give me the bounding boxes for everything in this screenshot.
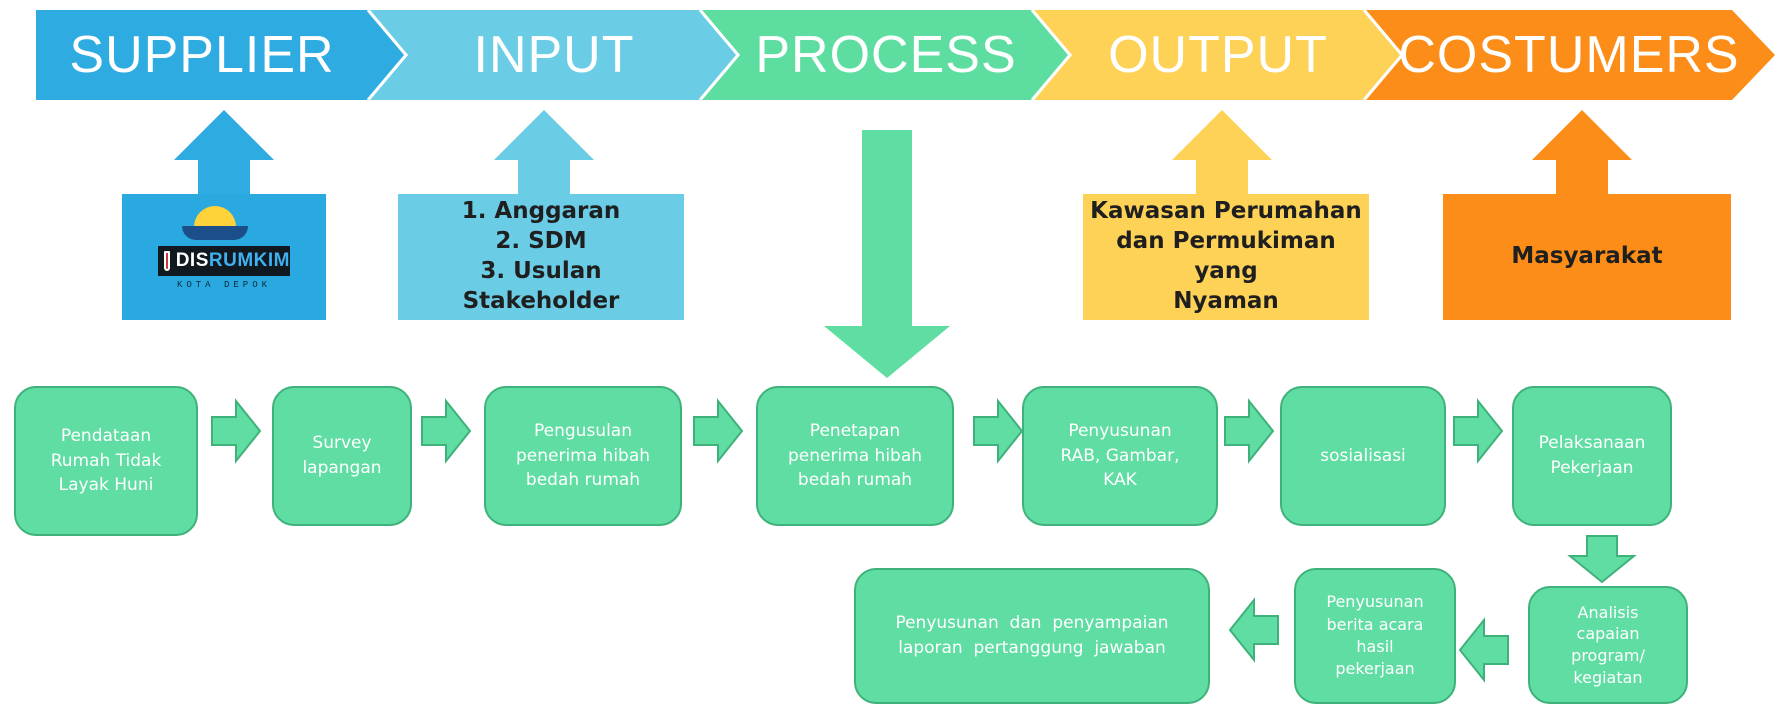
step-label-line: bedah rumah xyxy=(797,470,913,491)
step-laporan: Penyusunan dan penyampaian laporan pertan… xyxy=(854,568,1210,704)
left-arrow-icon xyxy=(1458,617,1509,683)
wave-icon xyxy=(182,226,248,240)
chevron-process xyxy=(702,10,1070,100)
output-line: dan Permukiman yang xyxy=(1116,228,1336,284)
down-arrow-icon xyxy=(1567,535,1637,584)
step-label-line: Pelaksanaan xyxy=(1538,433,1646,454)
up-arrow-output xyxy=(1172,110,1272,196)
input-item: 2. SDM xyxy=(495,228,587,255)
step-label-line: lapangan xyxy=(302,458,382,478)
up-arrow-input xyxy=(494,110,594,196)
chevron-separator xyxy=(1030,9,1072,101)
step-label-line: KAK xyxy=(1103,470,1137,491)
chevron-separator xyxy=(698,9,740,101)
logo-text-rumkim: RUMKIM xyxy=(208,250,290,271)
step-label-line: pekerjaan xyxy=(1335,659,1415,679)
right-arrow-icon xyxy=(1224,398,1275,464)
step-label-line: Rumah Tidak xyxy=(50,450,162,471)
chevron-separator xyxy=(1362,9,1404,101)
right-arrow-icon xyxy=(1453,398,1504,464)
phase-label-supplier: SUPPLIER xyxy=(69,26,335,84)
step-label-line: Layak Huni xyxy=(58,475,154,496)
step-label-line: laporan pertanggung jawaban xyxy=(898,638,1166,658)
chevron-separator xyxy=(366,9,408,101)
step-label-line: berita acara xyxy=(1326,614,1424,634)
step-label-line: hasil xyxy=(1356,637,1394,656)
chevron-output xyxy=(1034,10,1402,100)
phase-label-customers: COSTUMERS xyxy=(1398,26,1740,84)
step-label-line: Analisis xyxy=(1577,602,1639,622)
step-label-line: Penyusunan xyxy=(1068,421,1172,442)
left-arrow-icon xyxy=(1228,597,1279,663)
step-label-line: Penyusunan xyxy=(1326,592,1424,612)
chevron-supplier xyxy=(36,10,406,100)
right-arrow-icon xyxy=(211,398,262,464)
up-arrow-supplier xyxy=(174,110,274,196)
step-label-line: RAB, Gambar, xyxy=(1060,445,1180,466)
step-label-line: Penyusunan dan penyampaian xyxy=(895,613,1169,634)
up-arrow-customers xyxy=(1532,110,1632,196)
phase-label-process: PROCESS xyxy=(755,26,1017,84)
step-label-line: program/ xyxy=(1571,646,1645,665)
right-arrow-icon xyxy=(973,398,1024,464)
input-item: 1. Anggaran xyxy=(461,198,621,225)
phase-label-input: INPUT xyxy=(473,26,635,84)
step-label-line: Pengusulan xyxy=(534,421,632,442)
output-line: Kawasan Perumahan xyxy=(1090,198,1362,225)
logo-wordmark: DISRUMKIM xyxy=(158,246,290,276)
logo-text-dis: DIS xyxy=(175,250,209,271)
customers-box: Masyarakat xyxy=(1443,194,1731,320)
output-line: Nyaman xyxy=(1173,287,1279,314)
step-label-line: kegiatan xyxy=(1573,667,1643,687)
step-label-line: Survey xyxy=(312,433,372,454)
step-label-line: Penetapan xyxy=(809,421,901,442)
step-sosialisasi: sosialisasi xyxy=(1280,386,1446,526)
input-box: 1. Anggaran 2. SDM 3. Usulan Stakeholder xyxy=(398,194,684,320)
step-label-line: capaian xyxy=(1576,624,1640,644)
step-label-line: Pekerjaan xyxy=(1550,458,1634,478)
step-pengusulan: Pengusulan penerima hibah bedah rumah xyxy=(484,386,682,526)
right-arrow-icon xyxy=(693,398,744,464)
step-label-line: penerima hibah xyxy=(787,445,923,466)
phase-label-output: OUTPUT xyxy=(1108,26,1328,84)
step-label-line: sosialisasi xyxy=(1320,445,1406,466)
chevron-input xyxy=(370,10,738,100)
step-label-line: penerima hibah xyxy=(515,445,651,466)
step-label-line: bedah rumah xyxy=(525,470,641,491)
step-penetapan: Penetapan penerima hibah bedah rumah xyxy=(756,386,954,526)
step-survey: Survey lapangan xyxy=(272,386,412,526)
chevron-customers xyxy=(1366,10,1775,100)
input-item: 3. Usulan Stakeholder xyxy=(462,258,620,314)
customers-line: Masyarakat xyxy=(1511,243,1663,270)
emblem-icon xyxy=(164,251,170,271)
logo-subtitle: KOTA DEPOK xyxy=(176,280,271,290)
right-arrow-icon xyxy=(421,398,472,464)
output-box: Kawasan Perumahan dan Permukiman yang Ny… xyxy=(1083,194,1369,320)
step-label-line: Pendataan xyxy=(60,426,152,447)
down-arrow-process xyxy=(824,130,950,378)
disrumkim-logo: DISRUMKIM KOTA DEPOK xyxy=(122,194,326,320)
